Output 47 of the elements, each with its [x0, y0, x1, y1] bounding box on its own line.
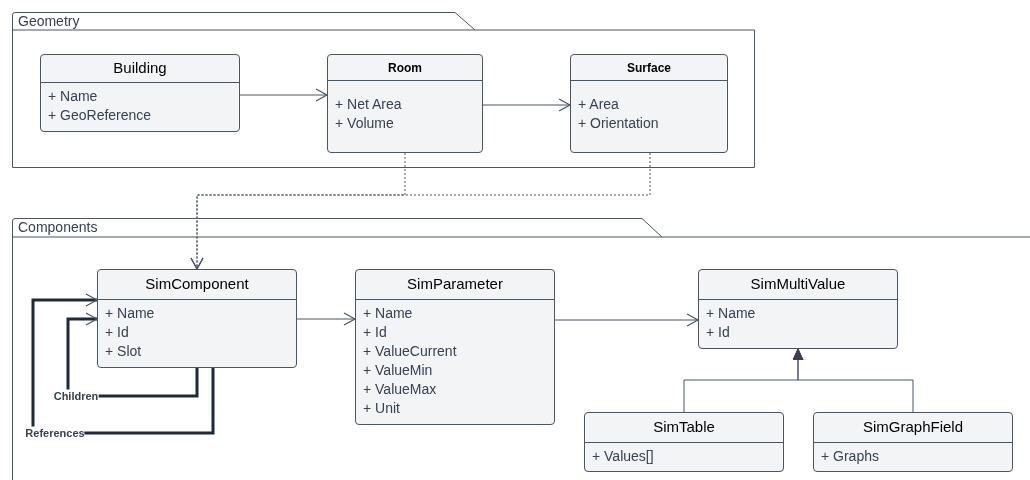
attribute-text: + Net Area [335, 95, 403, 114]
attribute-text: + Graphs [821, 447, 880, 466]
attribute-text: + Id [706, 323, 731, 342]
class-box [97, 269, 297, 368]
arrow [554, 313, 699, 327]
class-box [40, 54, 240, 132]
arrow [482, 98, 571, 112]
attribute-text: + Values[] [592, 447, 655, 466]
arrow [296, 312, 356, 326]
class-name: SimParameter [407, 274, 503, 295]
inheritance-arrow [792, 348, 914, 413]
class-name: Room [388, 59, 422, 77]
attribute-text: + Slot [105, 342, 143, 361]
class-box [584, 412, 784, 472]
attribute-text: + ValueMin [363, 361, 434, 380]
class-name: SimComponent [145, 274, 249, 295]
edge-label: References [25, 426, 85, 440]
attribute-text: + Name [363, 304, 414, 323]
class-box [570, 54, 728, 153]
attribute-text: + Name [48, 87, 99, 106]
attribute-text: + Orientation [578, 114, 660, 133]
class-name: SimMultiValue [750, 274, 846, 295]
attribute-text: + ValueMax [363, 380, 438, 399]
class-box [327, 54, 483, 153]
attribute-text: + Name [105, 304, 156, 323]
class-name: SimGraphField [862, 417, 963, 438]
package-name: Geometry [18, 12, 80, 30]
attribute-text: + GeoReference [48, 106, 153, 125]
class-box [813, 412, 1013, 472]
attribute-text: + Id [363, 323, 388, 342]
dependency-arrow [190, 152, 651, 270]
attribute-text: + Unit [363, 399, 401, 418]
edge-label: Children [53, 389, 99, 403]
package-frame [12, 12, 755, 168]
package-frame [12, 218, 1030, 480]
class-box [355, 269, 555, 425]
package-name: Components [18, 218, 98, 236]
attribute-text: + Id [105, 323, 130, 342]
arrow [239, 88, 328, 102]
attribute-text: + Volume [335, 114, 395, 133]
class-name: Surface [627, 59, 671, 77]
class-box [698, 269, 898, 349]
attribute-text: + Name [706, 304, 757, 323]
attribute-text: + Area [578, 95, 620, 114]
class-name: Building [113, 58, 167, 79]
attribute-text: + ValueCurrent [363, 342, 458, 361]
class-name: SimTable [653, 417, 715, 438]
